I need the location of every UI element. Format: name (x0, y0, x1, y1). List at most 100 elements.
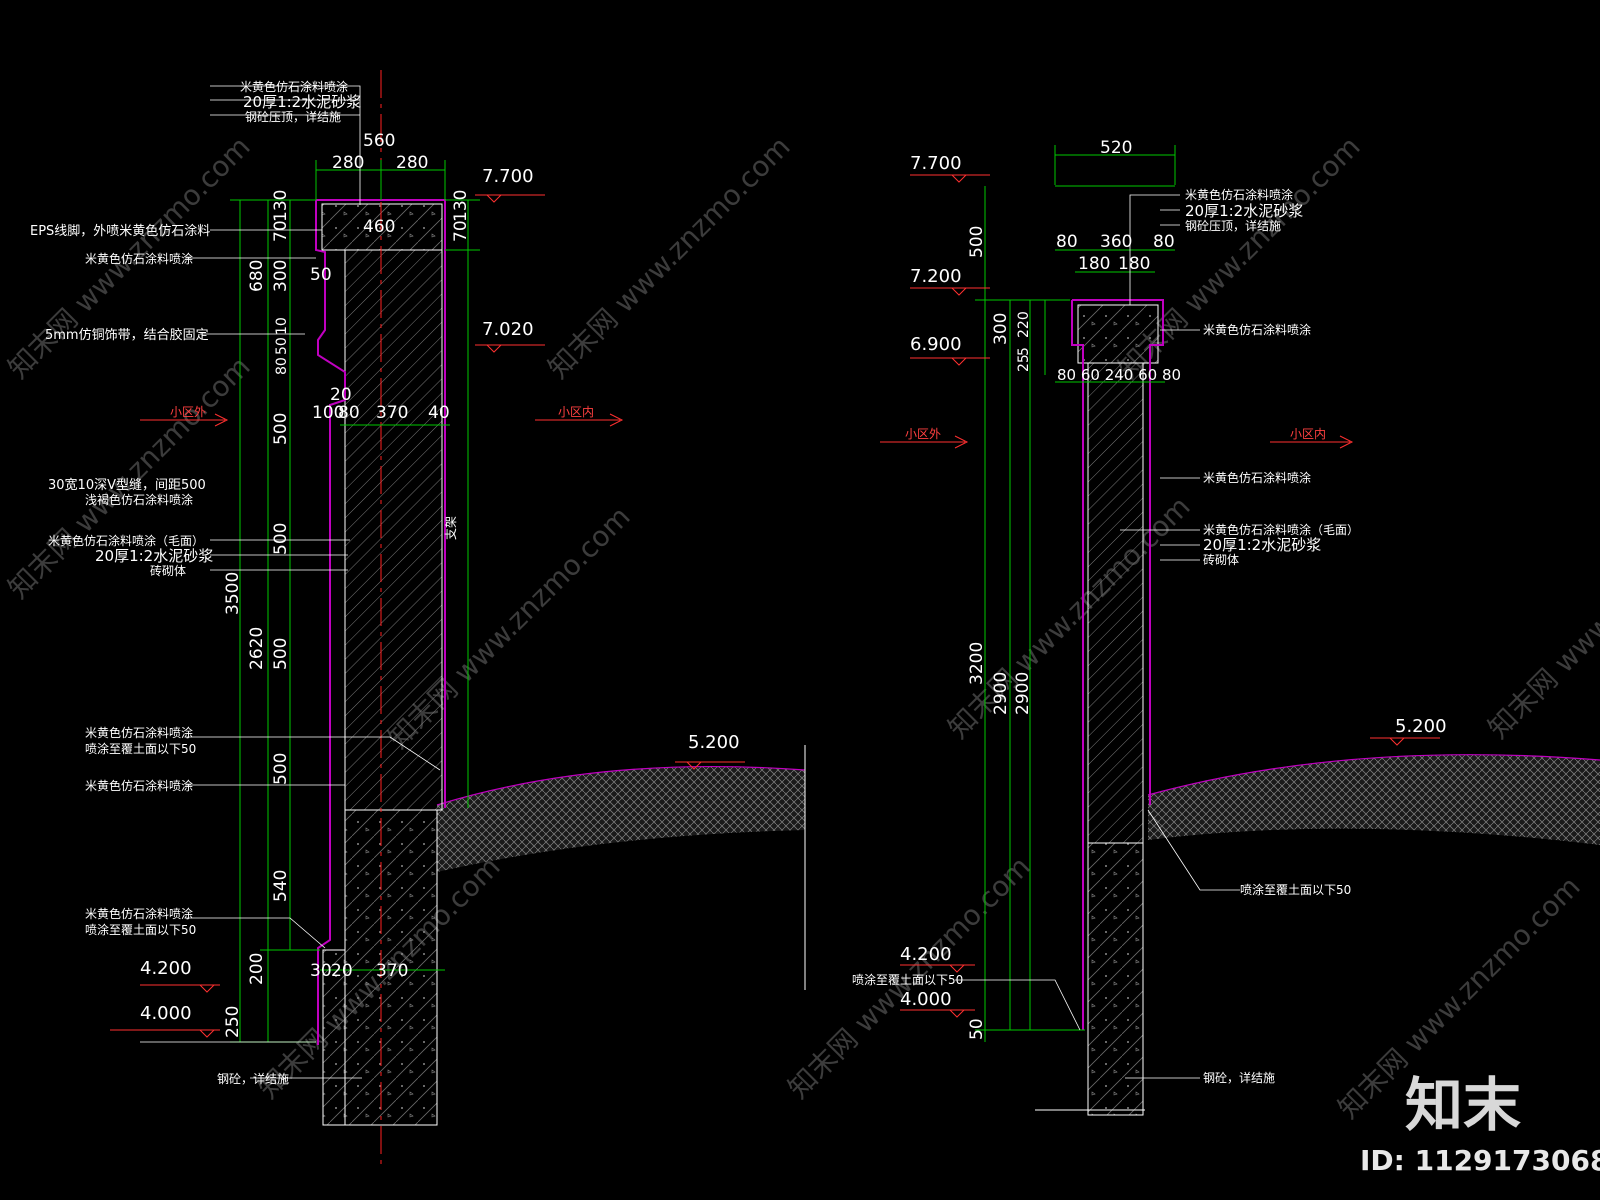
right-dim-360: 360 (1100, 232, 1132, 252)
left-label-top2: 20厚1:2水泥砂浆 (243, 93, 361, 111)
left-dim-80: 80 (274, 357, 290, 375)
left-dim-40: 40 (428, 403, 450, 423)
left-wall-upper (344, 249, 443, 811)
left-dim-20a: 20 (330, 385, 352, 405)
left-soil-mound (437, 766, 805, 872)
left-level-7020: 7.020 (482, 319, 534, 340)
right-label-rough2: 20厚1:2水泥砂浆 (1203, 536, 1321, 554)
watermark-text: 知末网 www.znzmo.com (1482, 490, 1600, 745)
left-label-paint4b: 喷涂至覆土面以下50 (85, 922, 196, 937)
right-dim-25: 25 (1016, 354, 1032, 372)
right-label-paint2: 米黄色仿石涂料喷涂 (1203, 470, 1311, 485)
left-label-paint3: 米黄色仿石涂料喷涂 (85, 778, 193, 793)
right-level-4200: 4.200 (900, 944, 952, 965)
left-label-paint2b: 喷涂至覆土面以下50 (85, 741, 196, 756)
right-level-7700: 7.700 (910, 153, 962, 174)
left-dim-70b: 70 (451, 220, 471, 242)
left-label-groove1: 30宽10深V型缝，间距500 (48, 477, 206, 493)
left-label-rough3: 砖砌体 (150, 563, 186, 578)
right-dim-5: 5 (1016, 347, 1032, 356)
left-dim-3500: 3500 (223, 572, 243, 615)
left-dim-100: 100 (312, 403, 344, 423)
left-label-rc: 钢砼，详结施 (217, 1071, 289, 1086)
right-footing (1087, 842, 1144, 1116)
right-label-top2: 20厚1:2水泥砂浆 (1185, 202, 1303, 220)
right-wall-section: 米黄色仿石涂料喷涂 20厚1:2水泥砂浆 钢砼压顶，详结施 米黄色仿石涂料喷涂 … (852, 138, 1600, 1116)
right-label-rough1: 米黄色仿石涂料喷涂（毛面） (1203, 522, 1359, 537)
watermark-text: 知末网 www.znzmo.com (942, 490, 1197, 745)
left-label-eps: EPS线脚，外喷米黄色仿石涂料 (30, 223, 210, 239)
right-dim-80b: 80 (1153, 232, 1175, 252)
left-dim-70a: 70 (271, 220, 291, 242)
right-dim-2900b: 2900 (1013, 672, 1033, 715)
left-dim-30: 30 (310, 961, 332, 981)
right-dim-180a: 180 (1078, 254, 1110, 274)
left-dim-560: 560 (363, 131, 395, 151)
left-dim-500d: 500 (271, 753, 291, 785)
left-level-4000: 4.000 (140, 1003, 192, 1024)
left-dim-280a: 280 (332, 153, 364, 173)
left-dim-130b: 130 (451, 190, 471, 222)
left-level-7700: 7.700 (482, 166, 534, 187)
left-dim-370a: 370 (376, 403, 408, 423)
left-label-copper: 5mm仿铜饰带，结合胶固定 (45, 327, 209, 343)
left-label-vertical: 支架 (444, 516, 458, 540)
right-zone-outside: 小区外 (905, 427, 941, 441)
left-level-5200: 5.200 (688, 732, 740, 753)
left-level-4200: 4.200 (140, 958, 192, 979)
left-zone-inside: 小区内 (558, 405, 594, 419)
left-dim-250: 250 (223, 1006, 243, 1038)
right-dim-50: 50 (967, 1018, 987, 1040)
right-dim-3200: 3200 (967, 642, 987, 685)
left-dim-80b: 80 (338, 403, 360, 423)
left-label-groove2: 浅褐色仿石涂料喷涂 (85, 492, 193, 507)
left-zone-outside: 小区外 (170, 405, 206, 419)
right-label-rough3: 砖砌体 (1203, 552, 1239, 567)
left-dim-130a: 130 (271, 190, 291, 222)
brand-logo: 知末 ID: 1129173068 (1360, 1071, 1600, 1177)
left-dim-540: 540 (271, 870, 291, 902)
left-wall-section: 米黄色仿石涂料喷涂 20厚1:2水泥砂浆 钢砼压顶，详结施 EPS线脚，外喷米黄… (30, 70, 806, 1165)
right-label-below: 喷涂至覆土面以下50 (1240, 882, 1351, 897)
right-dim-300: 300 (991, 313, 1011, 345)
right-dim-80a: 80 (1056, 232, 1078, 252)
watermarks: 知末网 www.znzmo.com 知末网 www.znzmo.com 知末网 … (2, 130, 1600, 1125)
left-label-rough1: 米黄色仿石涂料喷涂（毛面） (48, 533, 204, 548)
left-dim-370b: 370 (376, 961, 408, 981)
right-label-top1: 米黄色仿石涂料喷涂 (1185, 187, 1293, 202)
left-dim-280b: 280 (396, 153, 428, 173)
left-dim-20b: 20 (331, 961, 353, 981)
left-dim-680: 680 (247, 260, 267, 292)
right-label-top3: 钢砼压顶，详结施 (1185, 218, 1281, 233)
logo-id: ID: 1129173068 (1360, 1144, 1600, 1177)
right-level-7200: 7.200 (910, 266, 962, 287)
right-level-4000: 4.000 (900, 989, 952, 1010)
left-dim-500b: 500 (271, 523, 291, 555)
left-dim-10: 10 (274, 317, 290, 335)
right-dim-220: 220 (1016, 311, 1032, 338)
left-dim-2620: 2620 (247, 627, 267, 670)
right-dim-180b: 180 (1118, 254, 1150, 274)
left-label-paint4a: 米黄色仿石涂料喷涂 (85, 906, 193, 921)
left-footing (344, 809, 438, 1126)
logo-brand: 知末 (1405, 1071, 1521, 1139)
left-label-top3: 钢砼压顶，详结施 (245, 109, 341, 124)
watermark-text: 知末网 www.znzmo.com (542, 130, 797, 385)
left-dim-200: 200 (247, 953, 267, 985)
right-dim-row: 80 60 240 60 80 (1057, 366, 1181, 384)
right-label-below2: 喷涂至覆土面以下50 (852, 972, 963, 987)
left-dim-50a: 50 (310, 265, 332, 285)
left-label-rough2: 20厚1:2水泥砂浆 (95, 547, 213, 565)
right-level-6900: 6.900 (910, 334, 962, 355)
left-dim-460: 460 (363, 217, 395, 237)
right-finish-outline (1071, 299, 1164, 1030)
right-cap (1077, 304, 1159, 364)
right-wall-upper (1087, 362, 1144, 844)
left-dim-500c: 500 (271, 638, 291, 670)
left-label-top1: 米黄色仿石涂料喷涂 (240, 79, 348, 94)
right-level-5200: 5.200 (1395, 716, 1447, 737)
left-dim-50b: 50 (274, 337, 290, 355)
right-dim-500: 500 (967, 226, 987, 258)
